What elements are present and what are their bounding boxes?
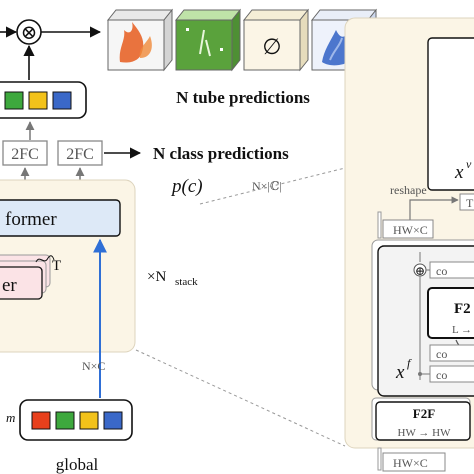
fc-block-left: 2FC	[2, 140, 48, 166]
co-label-2: co	[436, 347, 447, 361]
co-box-3	[429, 365, 474, 383]
query-blue	[103, 411, 123, 430]
hw-c-top-label: HW×C	[393, 223, 428, 237]
x-v-sup: v	[466, 157, 472, 171]
x-v-label: x	[454, 162, 464, 183]
hw-hw-label: HW → HW	[398, 427, 452, 439]
f2f-label: F2F	[413, 406, 435, 421]
global-query-box	[19, 399, 133, 441]
token-yellow	[28, 91, 48, 110]
hwc-top-box	[382, 219, 434, 239]
f2-label: F2	[454, 301, 471, 317]
otimes-symbol: ⊗	[21, 22, 38, 44]
class-predictions-label: N class predictions	[153, 144, 289, 163]
tube-cube-empty: ∅	[242, 8, 310, 72]
global-label: global	[56, 455, 99, 474]
zoom-line-bottom	[135, 349, 346, 447]
tube-predictions-label: N tube predictions	[176, 88, 310, 107]
n-stack-sub: stack	[175, 276, 198, 288]
multiply-operator: ⊗	[16, 19, 42, 45]
co-box-2	[429, 344, 474, 362]
tube-cube-green	[174, 8, 242, 72]
query-red	[31, 411, 51, 430]
decoder-label: er	[2, 275, 17, 296]
video-feature-box	[427, 37, 474, 191]
query-yellow	[79, 411, 99, 430]
decoder-blocks: er T	[0, 254, 61, 300]
p-of-c-label: p(c)	[170, 176, 203, 197]
hw-c-bottom-label: HW×C	[393, 456, 428, 470]
x-f-sup: f	[407, 356, 412, 370]
l-arrow-label: L →	[452, 324, 472, 336]
co-label-3: co	[436, 368, 447, 382]
token-blue	[52, 91, 72, 110]
m-superscript: m	[6, 410, 15, 425]
tube-cube-orange	[106, 8, 174, 72]
empty-set-symbol: ∅	[262, 34, 281, 59]
hwc-bottom-stack	[377, 447, 382, 471]
t-label: T	[52, 258, 61, 274]
fc-block-right: 2FC	[57, 140, 103, 166]
t-box	[459, 193, 474, 211]
query-green	[55, 411, 75, 430]
hwc-top-stack	[377, 211, 382, 239]
token-green	[4, 91, 24, 110]
fc-left-label: 2FC	[11, 146, 39, 163]
n-by-c-label: N×|ℂ|	[252, 179, 282, 193]
t-box-label: T	[466, 196, 474, 210]
n-times-c-label: N×C	[82, 359, 105, 373]
oplus-symbol: ⊕	[415, 264, 425, 278]
fc-right-label: 2FC	[66, 146, 94, 163]
f2-block	[427, 287, 474, 339]
transformer-block: former	[0, 199, 121, 237]
f2f-block	[375, 401, 471, 441]
class-token-box	[0, 81, 87, 119]
zoom-line-top	[199, 167, 346, 205]
x-f-label: x	[395, 362, 405, 383]
co-label-1: co	[436, 264, 447, 278]
tube-prediction-cubes: ∅	[106, 8, 378, 72]
n-stack-prefix: ×N	[147, 269, 166, 285]
transformer-label: former	[5, 209, 57, 230]
reshape-label: reshape	[390, 183, 427, 197]
reshape-arrow	[409, 196, 459, 222]
hwc-bottom-box	[382, 452, 446, 472]
